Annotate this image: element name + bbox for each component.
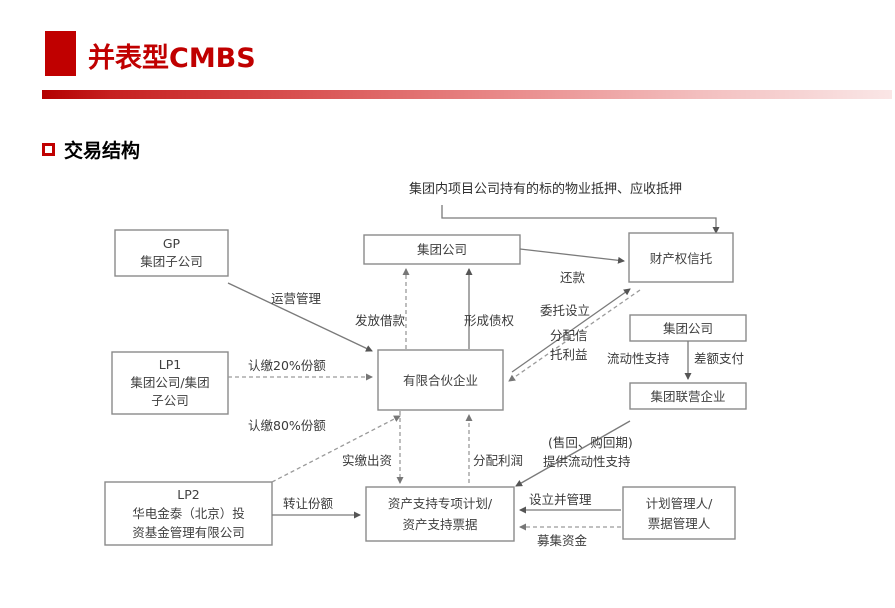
box-group-company-right[interactable] bbox=[629, 314, 747, 342]
edge-label-repayment: 还款 bbox=[560, 270, 586, 285]
edge-label-subscribe-80: 认缴80%份额 bbox=[248, 418, 326, 433]
box-plan-manager-line2: 票据管理人 bbox=[648, 516, 711, 531]
edge-lp2-to-partnership bbox=[271, 415, 401, 483]
box-group-company-top-label: 集团公司 bbox=[417, 242, 467, 257]
box-gp-line1: GP bbox=[163, 236, 181, 251]
edge-label-paid-in-capital: 实缴出资 bbox=[342, 453, 392, 468]
box-abs-plan-line1: 资产支持专项计划/ bbox=[388, 496, 493, 511]
box-group-affiliate-label: 集团联营企业 bbox=[650, 389, 725, 404]
section-heading-label: 交易结构 bbox=[64, 140, 141, 162]
transaction-structure-diagram: 集团内项目公司持有的标的物业抵押、应收抵押 GP 集团子公司 LP1 集团公司/… bbox=[0, 165, 895, 585]
section-heading: 交易结构 bbox=[42, 136, 140, 163]
box-limited-partnership[interactable] bbox=[377, 349, 504, 411]
page-title: 并表型CMBS bbox=[88, 43, 256, 74]
edge-label-distribute-benefit-1: 分配信 bbox=[550, 328, 588, 343]
box-plan-manager-line1: 计划管理人/ bbox=[646, 496, 714, 511]
box-group-affiliate[interactable] bbox=[629, 382, 747, 410]
edge-affiliate-to-abs-liquidity bbox=[515, 420, 631, 487]
edge-gp-to-partnership bbox=[227, 282, 373, 352]
box-gp-line2: 集团子公司 bbox=[140, 254, 203, 269]
box-lp1-line3: 子公司 bbox=[151, 393, 189, 408]
edge-label-difference-payment: 差额支付 bbox=[694, 351, 744, 366]
box-group-company-right-label: 集团公司 bbox=[663, 321, 713, 336]
title-divider-gradient bbox=[42, 90, 892, 99]
box-abs-plan-line2: 资产支持票据 bbox=[402, 517, 477, 532]
box-property-trust-label: 财产权信托 bbox=[650, 251, 713, 266]
edge-label-setup-and-manage: 设立并管理 bbox=[529, 492, 592, 507]
box-lp2-line3: 资基金管理有限公司 bbox=[132, 525, 245, 540]
edge-label-liquidity-period-2: 提供流动性支持 bbox=[543, 454, 631, 469]
edge-partnership-to-trust-entrust bbox=[511, 288, 631, 373]
diagram-top-note: 集团内项目公司持有的标的物业抵押、应收抵押 bbox=[409, 181, 682, 197]
box-gp[interactable] bbox=[114, 229, 229, 277]
edge-label-operation-management: 运营管理 bbox=[271, 291, 322, 306]
box-lp1[interactable] bbox=[111, 351, 229, 415]
edge-label-liquidity-period-1: (售回、购回期) bbox=[548, 435, 633, 450]
edge-label-distribute-benefit-2: 托利益 bbox=[550, 347, 588, 362]
box-lp1-line2: 集团公司/集团 bbox=[130, 375, 209, 390]
edge-label-raise-funds: 募集资金 bbox=[537, 533, 588, 548]
mortgage-bracket-line bbox=[441, 205, 720, 234]
box-abs-plan[interactable] bbox=[365, 486, 515, 542]
edge-label-form-claim: 形成债权 bbox=[464, 313, 515, 328]
square-bullet-icon bbox=[42, 143, 55, 156]
edge-label-entrust-setup: 委托设立 bbox=[540, 303, 590, 318]
edge-group-to-trust-repayment bbox=[519, 248, 625, 264]
box-property-trust[interactable] bbox=[628, 232, 734, 283]
box-plan-manager[interactable] bbox=[622, 486, 736, 540]
title-accent-marker bbox=[45, 31, 76, 76]
box-lp1-line1: LP1 bbox=[159, 357, 181, 372]
edge-label-issue-loan: 发放借款 bbox=[355, 313, 406, 328]
box-limited-partnership-label: 有限合伙企业 bbox=[403, 373, 478, 388]
box-lp2-line1: LP2 bbox=[177, 487, 199, 502]
box-lp2[interactable] bbox=[104, 481, 273, 546]
edge-label-transfer-share: 转让份额 bbox=[283, 496, 334, 511]
edge-label-subscribe-20: 认缴20%份额 bbox=[248, 358, 326, 373]
edge-label-distribute-profit: 分配利润 bbox=[473, 453, 523, 468]
edge-label-liquidity-support: 流动性支持 bbox=[607, 351, 670, 366]
edge-trust-to-partnership-benefit bbox=[508, 289, 641, 382]
box-lp2-line2: 华电金泰（北京）投 bbox=[132, 506, 245, 521]
